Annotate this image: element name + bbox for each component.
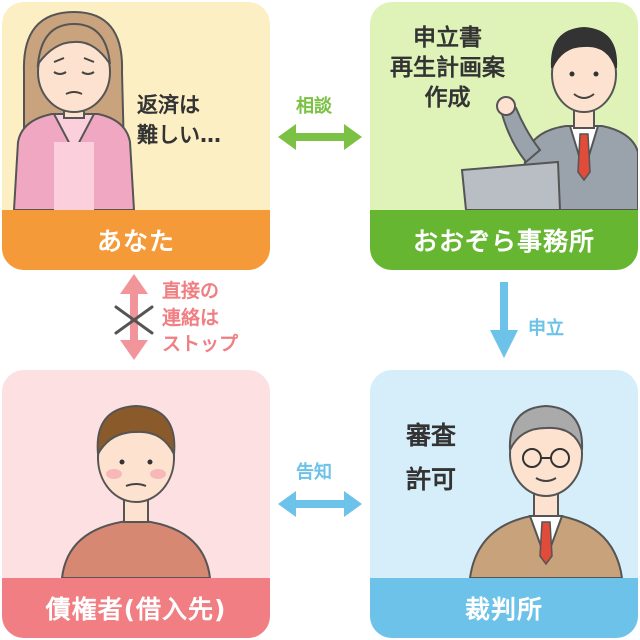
file-arrow bbox=[490, 282, 518, 358]
consult-label: 相談 bbox=[296, 96, 332, 117]
stop-arrow bbox=[120, 274, 148, 360]
office-label: おおぞら事務所 bbox=[370, 210, 638, 270]
consult-arrow bbox=[278, 124, 362, 150]
stop-label-line-2: 連絡は bbox=[162, 306, 220, 329]
notify-label: 告知 bbox=[296, 462, 332, 483]
card-you: 返済は 難しい… あなた bbox=[2, 2, 270, 270]
court-text-line-2: 許可 bbox=[406, 464, 457, 494]
court-text: 審査 許可 bbox=[406, 414, 456, 502]
you-speech: 返済は 難しい… bbox=[137, 90, 221, 151]
speech-line-2: 難しい… bbox=[137, 123, 221, 148]
stop-label-line-3: ストップ bbox=[162, 333, 239, 356]
creditor-man-illustration bbox=[60, 404, 212, 578]
card-creditor: 債権者(借入先) bbox=[2, 370, 270, 638]
creditor-label: 債権者(借入先) bbox=[2, 578, 270, 638]
court-text-line-1: 審査 bbox=[406, 421, 457, 450]
worried-woman-illustration bbox=[12, 10, 136, 210]
you-label: あなた bbox=[2, 210, 270, 270]
judge-illustration bbox=[468, 404, 624, 578]
card-court: 審査 許可 裁判所 bbox=[370, 370, 638, 638]
card-office: 申立書 再生計画案 作成 おおぞら事務所 bbox=[370, 2, 638, 270]
notify-arrow bbox=[278, 491, 362, 517]
office-text: 申立書 再生計画案 作成 bbox=[390, 24, 505, 114]
court-label: 裁判所 bbox=[370, 578, 638, 638]
stop-label-line-1: 直接の bbox=[162, 280, 220, 302]
office-text-line-3: 作成 bbox=[424, 84, 471, 111]
stop-label: 直接の 連絡は ストップ bbox=[162, 278, 238, 358]
speech-line-1: 返済は bbox=[137, 93, 200, 117]
lawyer-illustration bbox=[460, 26, 638, 210]
file-label: 申立 bbox=[528, 318, 564, 339]
office-text-line-1: 申立書 bbox=[413, 25, 482, 51]
office-text-line-2: 再生計画案 bbox=[390, 54, 505, 81]
cross-mark-icon bbox=[114, 305, 154, 335]
